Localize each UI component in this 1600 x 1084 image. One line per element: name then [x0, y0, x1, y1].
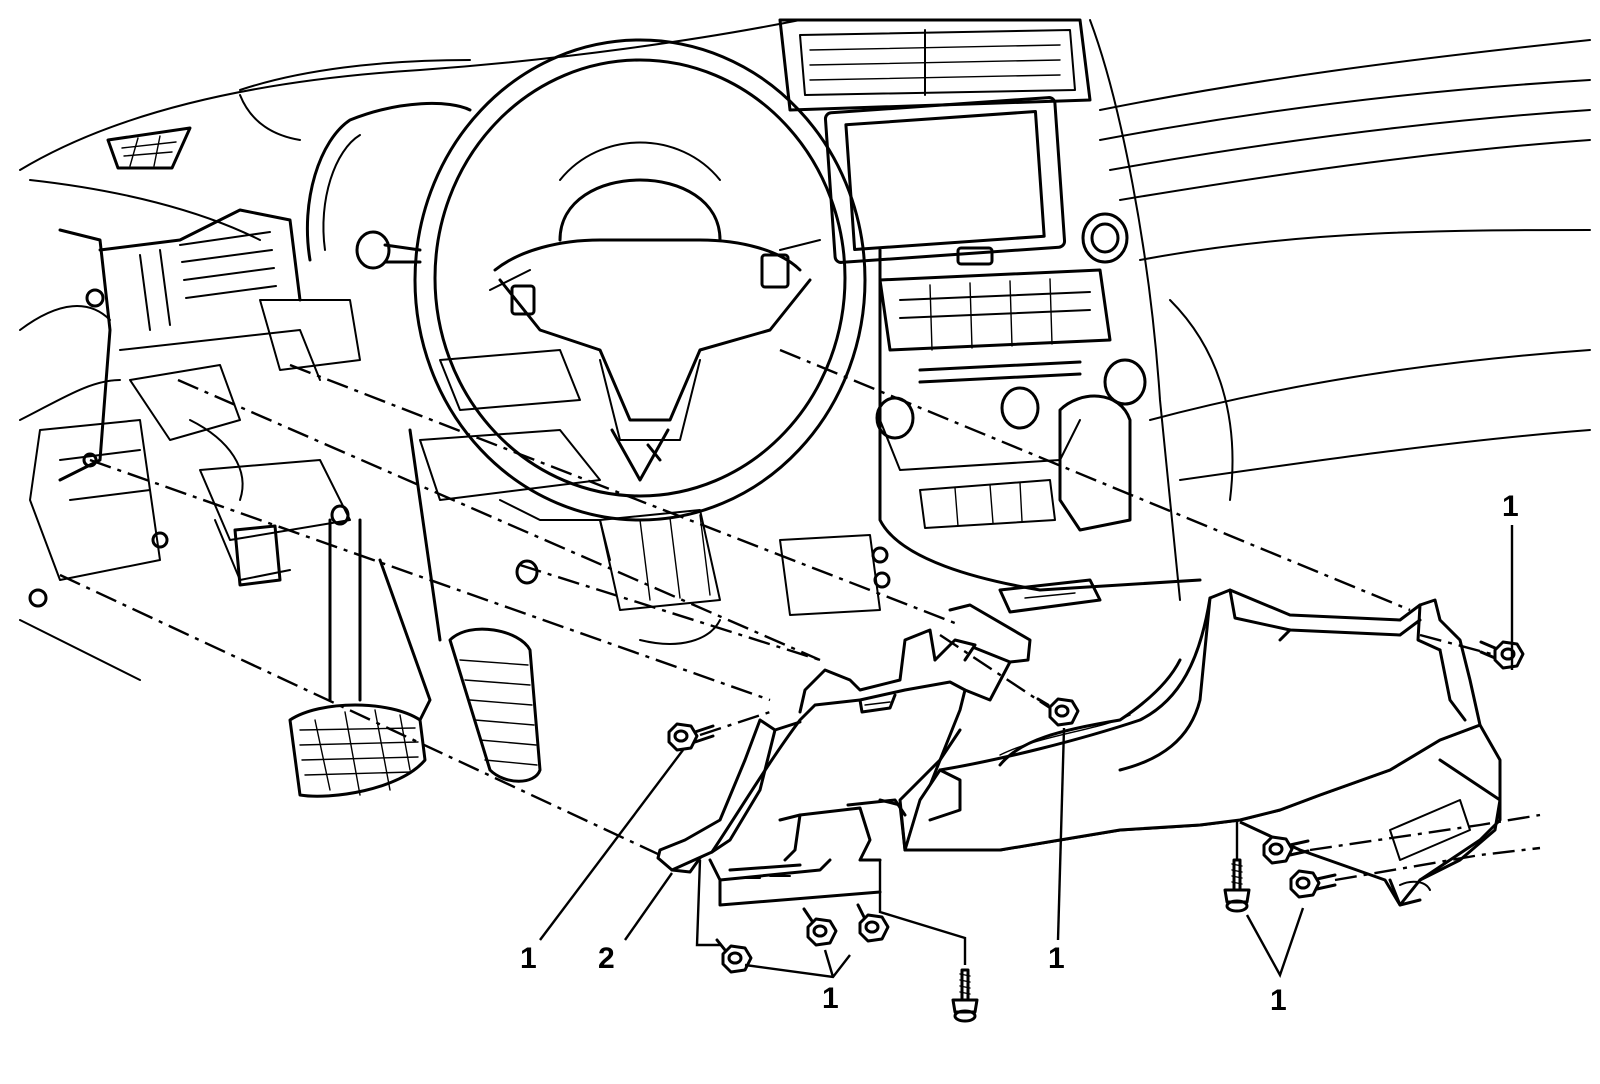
bolt-icon [1262, 835, 1310, 865]
bolt-icon [802, 907, 838, 947]
callout-labels: 1 2 1 1 1 1 [520, 490, 1519, 1017]
screw-icon [951, 968, 979, 1023]
callout-fastener-bottom: 1 [822, 982, 839, 1015]
brake-pedal [288, 703, 427, 798]
left-dash-structure [28, 208, 361, 608]
bolt-icon [1036, 697, 1080, 727]
stalk-knob [355, 230, 422, 270]
bolt-icon [1479, 640, 1525, 670]
dashboard-outline [19, 19, 1591, 681]
fasteners [667, 640, 1525, 1023]
console-plate [998, 578, 1102, 614]
callout-fastener-right-top: 1 [1502, 490, 1519, 523]
center-console-side-panel [903, 588, 1502, 907]
alignment-lines [59, 348, 1541, 882]
callout-trim-panel: 2 [598, 942, 615, 975]
accelerator-pedal [448, 627, 542, 783]
pedal-arms [328, 428, 442, 722]
center-stack [778, 18, 1202, 601]
leader-lines [539, 525, 1514, 979]
knee-bolster-trim-panel [656, 603, 1502, 907]
underdash-structure [189, 349, 891, 645]
callout-fastener-left: 1 [520, 942, 537, 975]
callout-fastener-center: 1 [1048, 942, 1065, 975]
instrument-cluster-hood [305, 101, 472, 262]
callout-fastener-right-bottom: 1 [1270, 984, 1287, 1017]
steering-wheel [413, 38, 867, 522]
bolt-icon [856, 903, 890, 943]
bolt-icon [1289, 869, 1337, 899]
bolt-icon [667, 722, 715, 752]
screw-icon [1223, 858, 1251, 913]
bolt-icon [715, 938, 753, 974]
side-vent-emblem [106, 126, 192, 170]
